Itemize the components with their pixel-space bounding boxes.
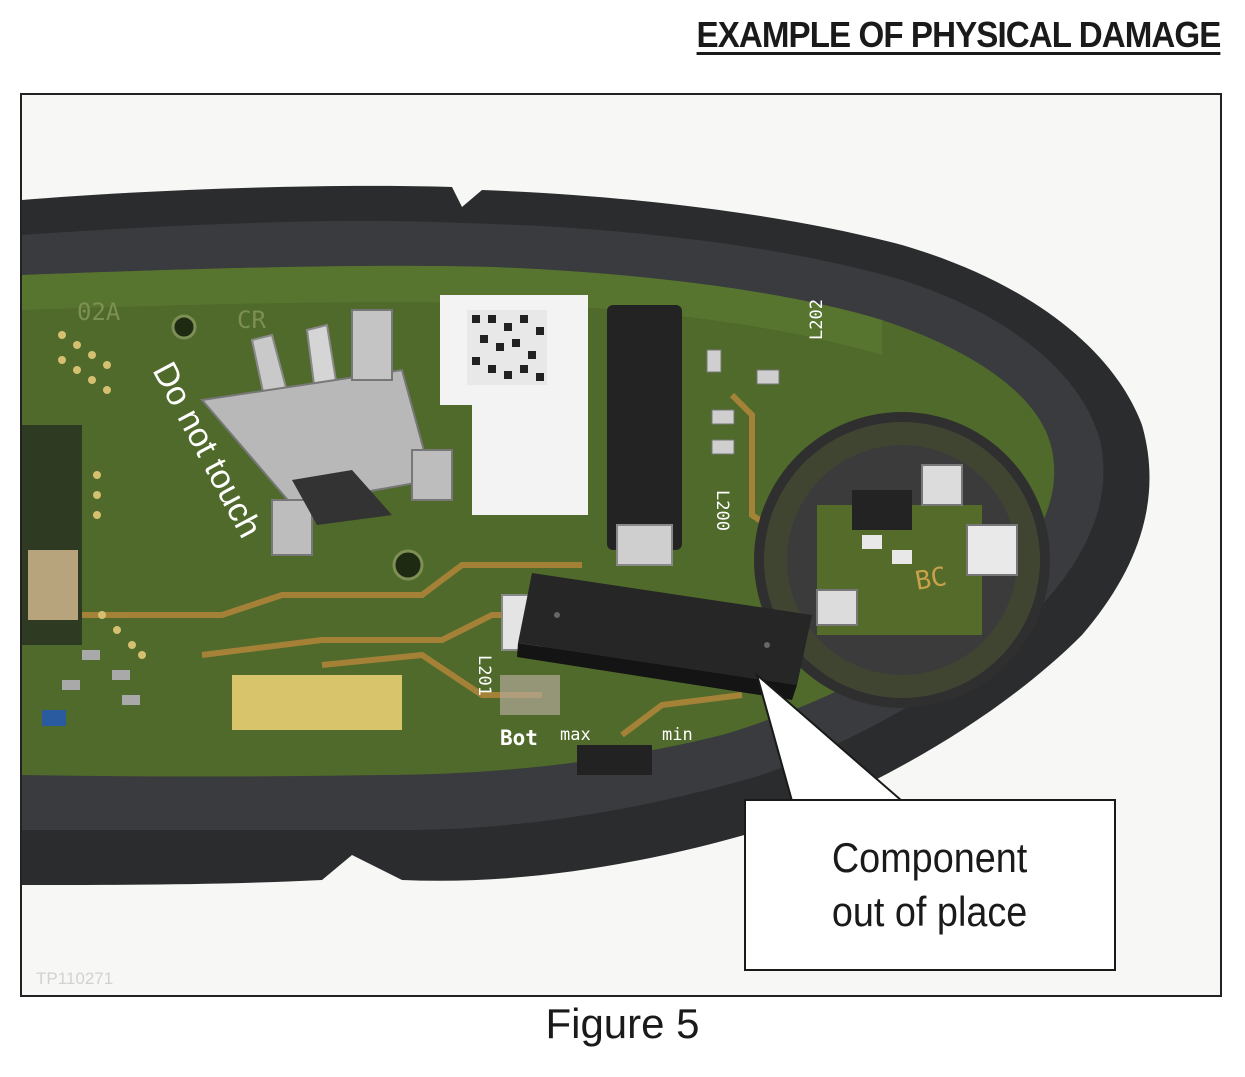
board-code-label: 02A bbox=[77, 298, 121, 326]
data-matrix-code bbox=[467, 310, 547, 385]
bot-label: Bot bbox=[500, 726, 538, 750]
upright-component bbox=[607, 305, 682, 550]
callout-text: Component out of place bbox=[832, 834, 1028, 935]
min-label: min bbox=[662, 725, 693, 745]
max-label: max bbox=[560, 725, 591, 745]
l202-label: L202 bbox=[807, 299, 827, 340]
metal-contact-clip bbox=[200, 309, 453, 556]
bc-label: BC bbox=[913, 562, 949, 597]
figure-photo-frame: Do not touch 02A CR L202 L200 L201 Bot m… bbox=[20, 93, 1222, 997]
smd-chip bbox=[28, 550, 78, 620]
cr-label: CR bbox=[237, 306, 266, 334]
contact-pads bbox=[232, 675, 402, 730]
l200-label: L200 bbox=[712, 490, 732, 531]
figure-caption: Figure 5 bbox=[545, 1000, 700, 1047]
key-fob-photo: Do not touch 02A CR L202 L200 L201 Bot m… bbox=[22, 95, 1220, 995]
callout-box: Component out of place bbox=[744, 799, 1116, 971]
section-heading: EXAMPLE OF PHYSICAL DAMAGE bbox=[696, 14, 1221, 55]
photo-id-watermark: TP110271 bbox=[36, 969, 114, 988]
displaced-component bbox=[501, 573, 812, 700]
coin-battery-holder bbox=[754, 412, 1050, 708]
l201-label: L201 bbox=[474, 655, 494, 696]
